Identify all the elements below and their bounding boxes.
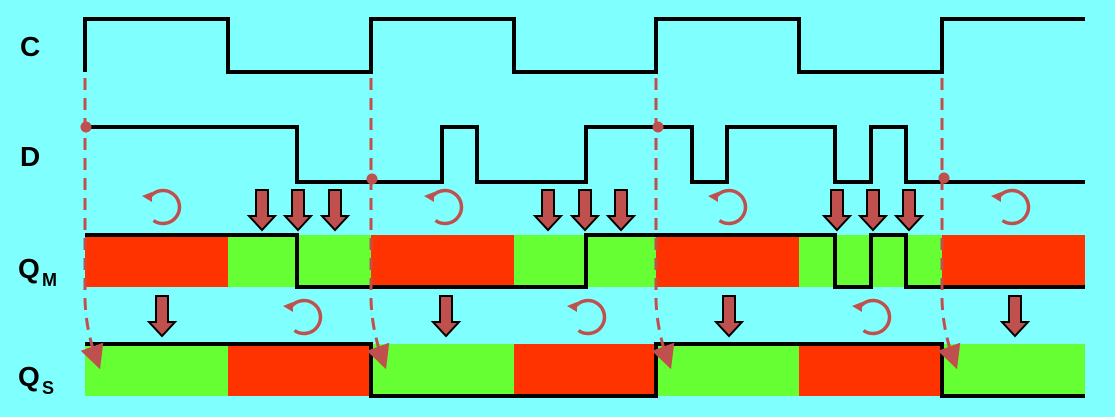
down-arrow-icon (999, 295, 1031, 338)
hold-icon (424, 188, 464, 226)
master-output-label-sub: M (42, 270, 57, 290)
data-waveform (85, 125, 1085, 184)
sample-points (80, 121, 950, 185)
hold-icon (142, 188, 182, 226)
clock-label: C (20, 31, 40, 62)
down-arrow-icon (605, 189, 637, 232)
master-output-waveform (85, 233, 1085, 289)
hold-icon (567, 298, 607, 336)
slave-output-bars (85, 344, 1085, 396)
down-arrow-icon (319, 189, 351, 232)
down-arrow-icon (857, 189, 889, 232)
transfer-arrows (146, 189, 1031, 338)
slave-output-label: Q S (18, 361, 54, 398)
down-arrow-icon (246, 189, 278, 232)
hold-icon (991, 188, 1031, 226)
sampling-guides (80, 78, 961, 370)
slave-output-label-sub: S (42, 378, 54, 398)
hold-icons (142, 188, 1031, 336)
hold-icon (708, 188, 748, 226)
down-arrow-icon (282, 189, 314, 232)
down-arrow-icon (821, 189, 853, 232)
down-arrow-icon (569, 189, 601, 232)
master-output-label-main: Q (18, 253, 40, 284)
down-arrow-icon (893, 189, 925, 232)
master-output-label: Q M (18, 253, 57, 290)
clock-waveform (83, 17, 1085, 74)
down-arrow-icon (146, 295, 178, 338)
slave-output-label-main: Q (18, 361, 40, 392)
down-arrow-icon (713, 295, 745, 338)
data-label: D (20, 141, 40, 172)
hold-icon (283, 298, 323, 336)
down-arrow-icon (430, 295, 462, 338)
hold-icon (852, 298, 892, 336)
down-arrow-icon (532, 189, 564, 232)
